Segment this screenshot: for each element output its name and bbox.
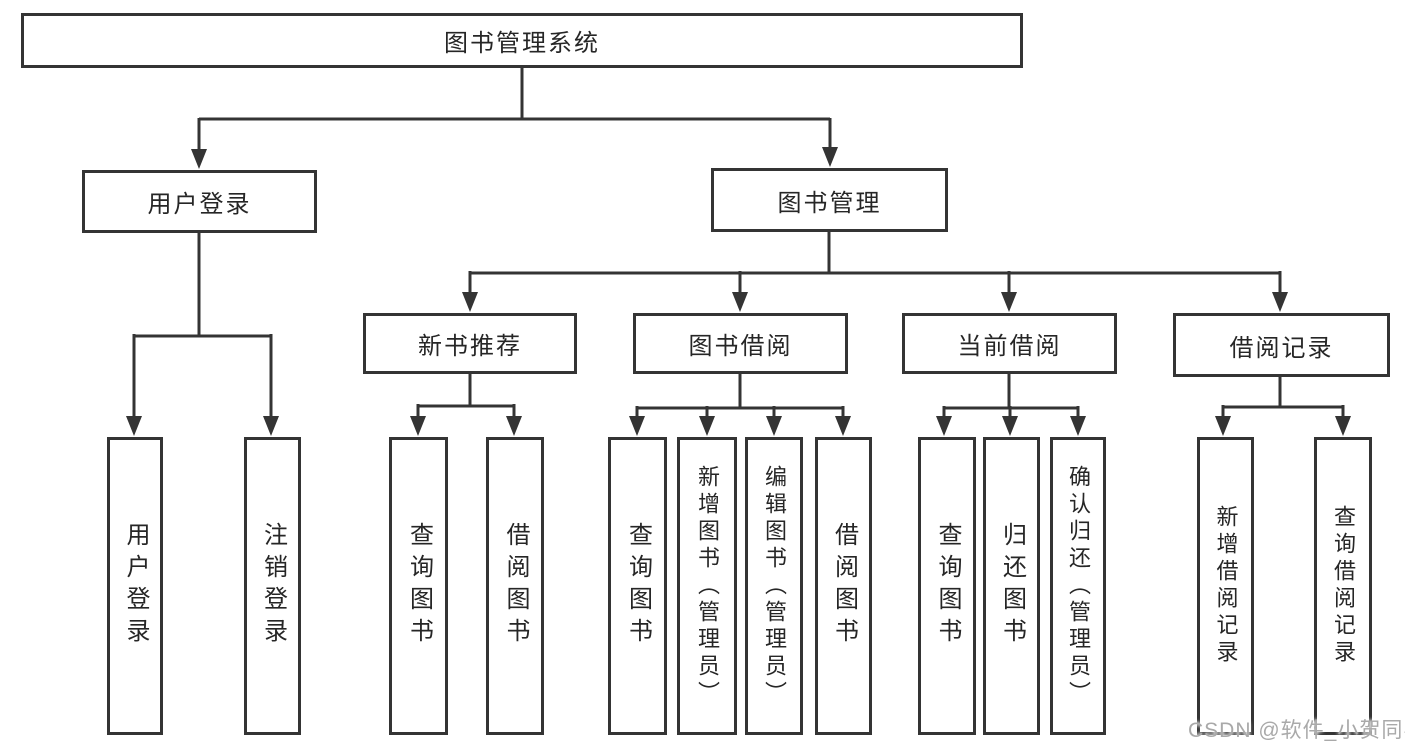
node-book-borrow: 图书借阅 bbox=[633, 313, 848, 374]
leaf-label: 编辑图书（管理员） bbox=[762, 464, 787, 708]
leaf-query-books-current: 查询图书 bbox=[918, 437, 976, 735]
leaf-return-books: 归还图书 bbox=[983, 437, 1040, 735]
leaf-label: 查询借阅记录 bbox=[1331, 505, 1356, 667]
leaf-label: 借阅图书 bbox=[830, 522, 858, 650]
leaf-query-books-recommend: 查询图书 bbox=[389, 437, 448, 735]
node-borrow-records: 借阅记录 bbox=[1173, 313, 1390, 377]
leaf-query-borrow-record: 查询借阅记录 bbox=[1314, 437, 1372, 735]
leaf-label: 查询图书 bbox=[624, 522, 652, 650]
leaf-logout: 注销登录 bbox=[244, 437, 301, 735]
leaf-label: 查询图书 bbox=[405, 522, 433, 650]
csdn-watermark: CSDN @软件_小贺同学 bbox=[1188, 719, 1405, 742]
leaf-add-books-admin: 新增图书（管理员） bbox=[677, 437, 737, 735]
leaf-borrow-books: 借阅图书 bbox=[815, 437, 872, 735]
node-user-login: 用户登录 bbox=[82, 170, 317, 233]
leaf-user-login: 用户登录 bbox=[107, 437, 163, 735]
leaf-label: 确认归还（管理员） bbox=[1066, 464, 1091, 708]
leaf-label: 用户登录 bbox=[122, 522, 149, 650]
node-book-management: 图书管理 bbox=[711, 168, 948, 232]
leaf-label: 查询图书 bbox=[934, 522, 961, 650]
leaf-borrow-books-recommend: 借阅图书 bbox=[486, 437, 544, 735]
leaf-edit-books-admin: 编辑图书（管理员） bbox=[745, 437, 803, 735]
leaf-query-books-borrow: 查询图书 bbox=[608, 437, 667, 735]
leaf-label: 新增借阅记录 bbox=[1213, 505, 1239, 667]
node-library-management-system: 图书管理系统 bbox=[21, 13, 1023, 68]
leaf-label: 新增图书（管理员） bbox=[695, 464, 720, 708]
leaf-label: 借阅图书 bbox=[502, 522, 529, 650]
leaf-confirm-return-admin: 确认归还（管理员） bbox=[1050, 437, 1106, 735]
leaf-label: 注销登录 bbox=[259, 522, 287, 650]
node-current-borrow: 当前借阅 bbox=[902, 313, 1117, 374]
leaf-label: 归还图书 bbox=[998, 522, 1026, 650]
node-new-book-recommend: 新书推荐 bbox=[363, 313, 577, 374]
leaf-add-borrow-record: 新增借阅记录 bbox=[1197, 437, 1254, 735]
